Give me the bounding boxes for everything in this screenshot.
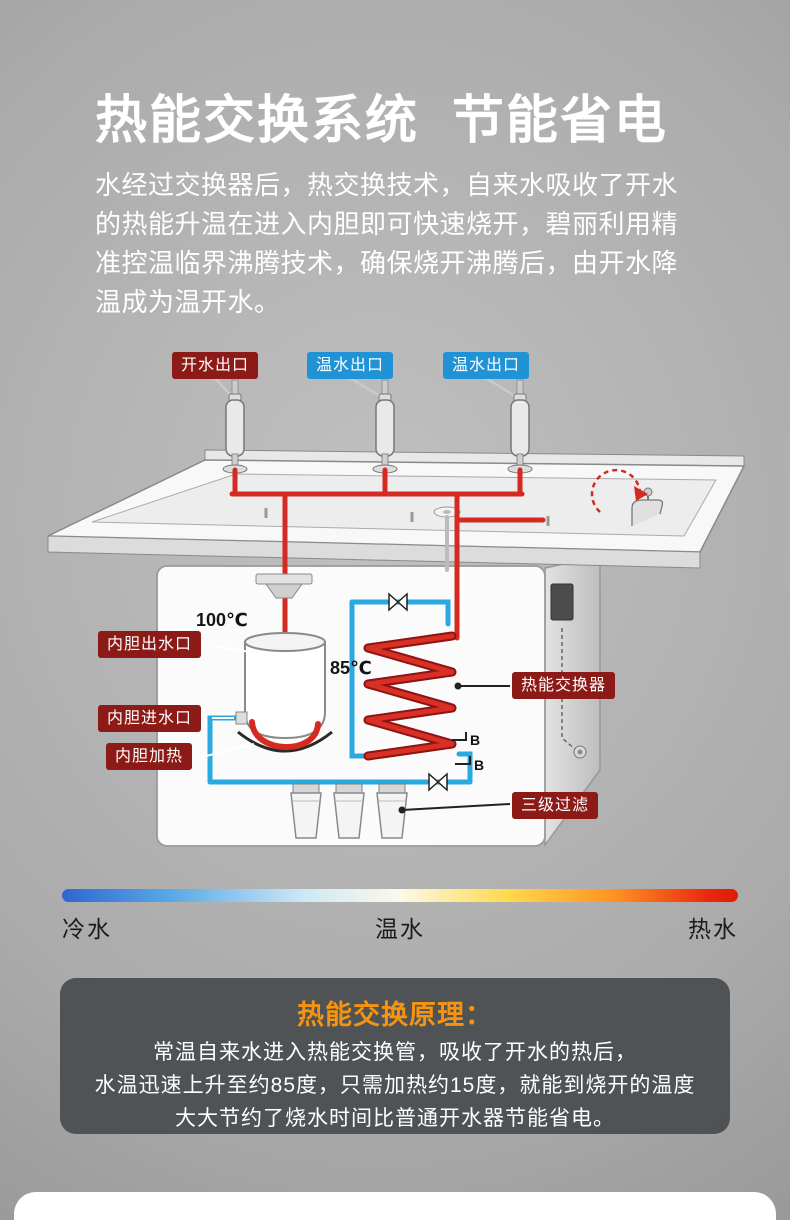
label-heat-exchanger: 热能交换器 [512, 672, 616, 699]
valve-top [388, 592, 408, 612]
b-markers: B B [452, 732, 484, 773]
legend-hot: 热水 [688, 916, 738, 942]
faucets [222, 379, 533, 474]
pressure-valve [255, 573, 313, 599]
next-section-card [14, 1192, 776, 1220]
legend-warm: 温水 [375, 916, 425, 942]
badge-warm-outlet-2: 温水出口 [443, 352, 530, 379]
system-diagram: B B [0, 340, 790, 885]
badge-hot-outlet: 开水出口 [172, 352, 259, 379]
principle-box: 热能交换原理： 常温自来水进入热能交换管，吸收了开水的热后， 水温迅速上升至约8… [60, 978, 730, 1134]
inner-tank [235, 632, 333, 753]
heating-element [249, 719, 321, 750]
temperature-legend: 冷水 温水 热水 [62, 910, 738, 944]
page-title: 热能交换系统 节能省电 [95, 92, 668, 150]
label-tank-outlet: 内胆出水口 [98, 631, 202, 658]
label-tank-inlet: 内胆进水口 [98, 705, 202, 732]
principle-line-3: 大大节约了烧水时间比普通开水器节能省电。 [175, 1107, 615, 1130]
valve-bottom [428, 772, 448, 792]
filter-cartridge [376, 783, 408, 839]
principle-title: 热能交换原理： [297, 1000, 493, 1030]
filters [290, 783, 408, 839]
badge-stems [214, 376, 519, 400]
rotate-arrow [590, 468, 648, 513]
principle-line-2: 水温迅速上升至约85度，只需加热约15度，就能到烧开的温度 [94, 1074, 696, 1097]
tank-stand [237, 730, 333, 753]
marker-b1: B [470, 732, 480, 748]
principle-line-1: 常温自来水进入热能交换管，吸收了开水的热后， [153, 1041, 637, 1064]
pipes-cold [207, 599, 473, 785]
temp-boiling: 100℃ [196, 610, 248, 630]
label-connectors [205, 645, 511, 814]
diagram-drawing: B B [47, 376, 746, 848]
temperature-gradient-bar [62, 889, 738, 902]
temp-preheated: 85℃ [330, 658, 372, 678]
counter [47, 449, 746, 569]
side-tap [631, 487, 664, 526]
tank-inlet-port [235, 711, 248, 725]
badge-warm-outlet-1: 温水出口 [307, 352, 394, 379]
label-tank-heater: 内胆加热 [106, 743, 193, 770]
filter-cartridge [290, 783, 322, 839]
heat-exchanger-coil [363, 631, 457, 761]
faucet-warm-2 [507, 379, 533, 474]
marker-b2: B [474, 757, 484, 773]
faucet-hot [222, 379, 248, 474]
legend-cold: 冷水 [62, 916, 112, 942]
label-filter: 三级过滤 [512, 792, 599, 819]
intro-text: 水经过交换器后，热交换技术，自来水吸收了开水的热能升温在进入内胆即可快速烧开，碧… [95, 170, 679, 317]
filter-cartridge [333, 783, 365, 839]
